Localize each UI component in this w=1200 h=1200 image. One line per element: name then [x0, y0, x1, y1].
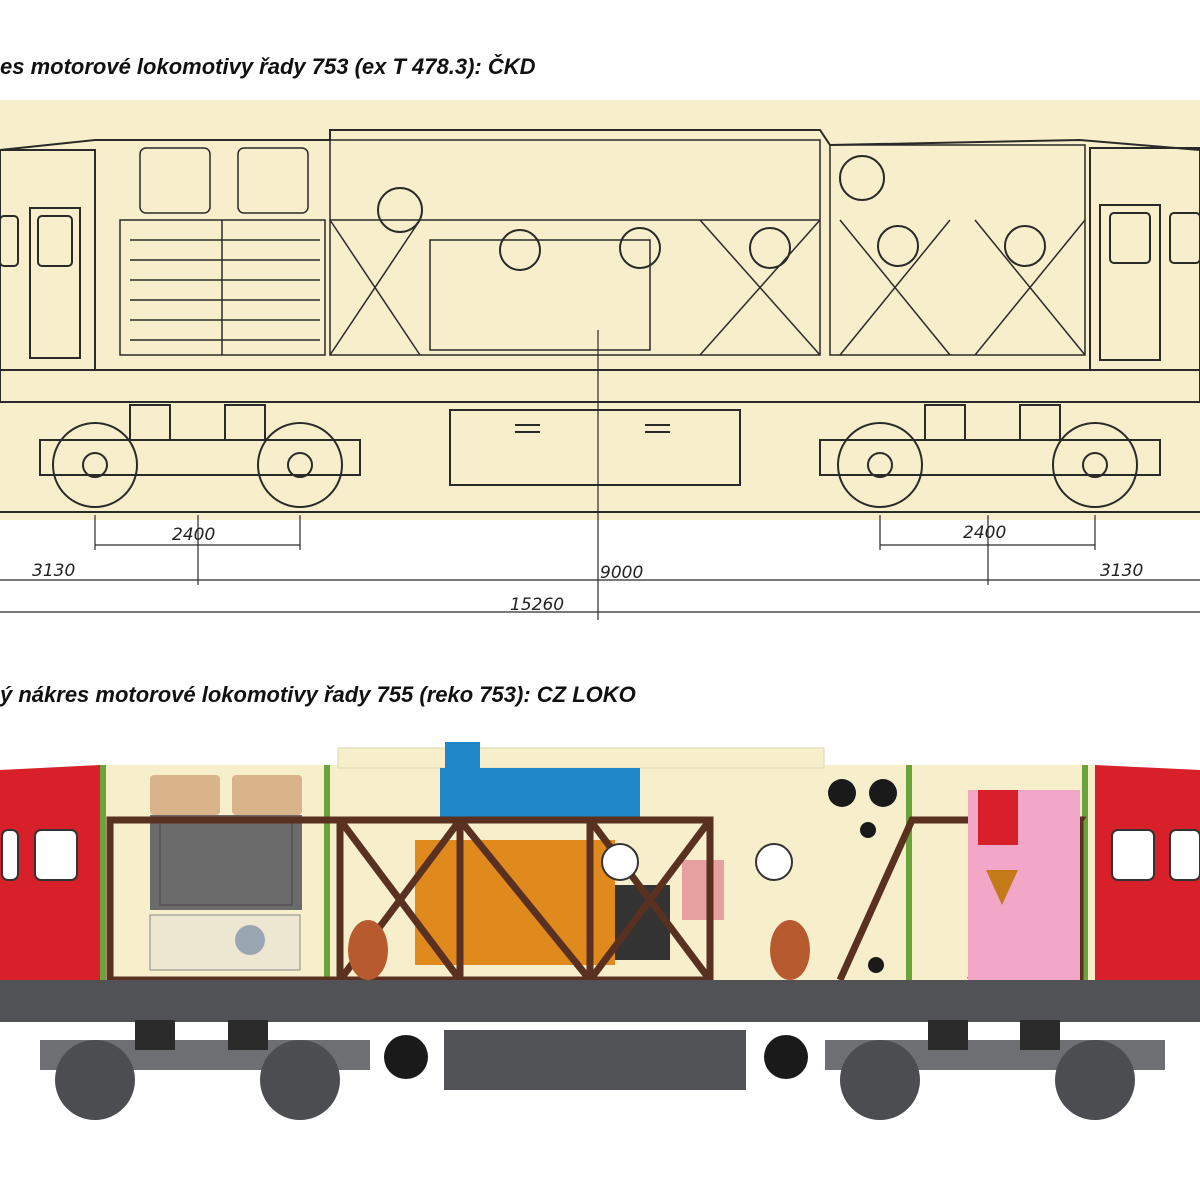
porthole-row [377, 155, 1046, 271]
right-bogie-wheel-2 [1052, 422, 1138, 508]
left-cab-window-2 [34, 829, 78, 881]
cooling-unit [149, 775, 302, 971]
right-bogie-wheel-2 [1055, 1040, 1135, 1120]
left-cab-window-1 [1, 829, 19, 881]
left-bogie [40, 1020, 370, 1120]
dimension-lines [0, 330, 1200, 620]
radiator-block [119, 147, 326, 356]
dim-bogie-centres: 9000 [600, 563, 643, 583]
rear-compartment [829, 144, 1086, 356]
right-bogie-wheel-1 [837, 422, 923, 508]
dim-overhang-left: 3130 [32, 561, 75, 581]
traction-motors [348, 920, 810, 980]
left-bogie-wheel-2 [257, 422, 343, 508]
fuel-tank [444, 1030, 746, 1090]
left-bogie [39, 404, 361, 508]
generator [615, 885, 670, 960]
engine-compartment [329, 139, 821, 356]
right-bogie [819, 404, 1161, 508]
auxiliary-unit [682, 860, 724, 920]
right-cab-window-2 [1169, 829, 1200, 881]
coolant-tank-top [445, 742, 480, 770]
right-bogie [825, 1020, 1165, 1120]
dim-overhang-right: 3130 [1100, 561, 1143, 581]
dim-bogie-wheelbase-right: 2400 [963, 523, 1006, 543]
right-bogie-wheel-1 [840, 1040, 920, 1120]
bottom-drawing-caption: ý nákres motorové lokomotivy řady 755 (r… [0, 682, 636, 707]
diesel-engine [415, 840, 615, 965]
left-bogie-wheel-2 [260, 1040, 340, 1120]
dim-bogie-wheelbase-left: 2400 [172, 525, 215, 545]
roof-hood [337, 747, 825, 769]
left-bogie-wheel-1 [55, 1040, 135, 1120]
left-cab [0, 149, 96, 371]
right-cab-window-1 [1111, 829, 1155, 881]
right-cab [1089, 147, 1200, 371]
class-755-color-drawing [0, 742, 1200, 1120]
control-cabinet [978, 790, 1018, 845]
porthole-row [601, 843, 793, 881]
air-filter [986, 870, 1018, 905]
air-reservoirs [384, 1035, 808, 1079]
fuel-tank [449, 409, 741, 486]
underframe [0, 980, 1200, 1022]
dim-length-over-buffers: 15260 [510, 595, 564, 615]
coolant-tank [440, 768, 640, 818]
left-bogie-wheel-1 [52, 422, 138, 508]
compartment-dividers [100, 765, 1088, 980]
top-drawing-caption: es motorové lokomotivy řady 753 (ex T 47… [0, 54, 536, 79]
drawing-paper [0, 100, 1200, 520]
signal-horns [828, 779, 897, 973]
class-753-technical-drawing: 2400 2400 3130 9000 3130 15260 [0, 100, 1200, 620]
